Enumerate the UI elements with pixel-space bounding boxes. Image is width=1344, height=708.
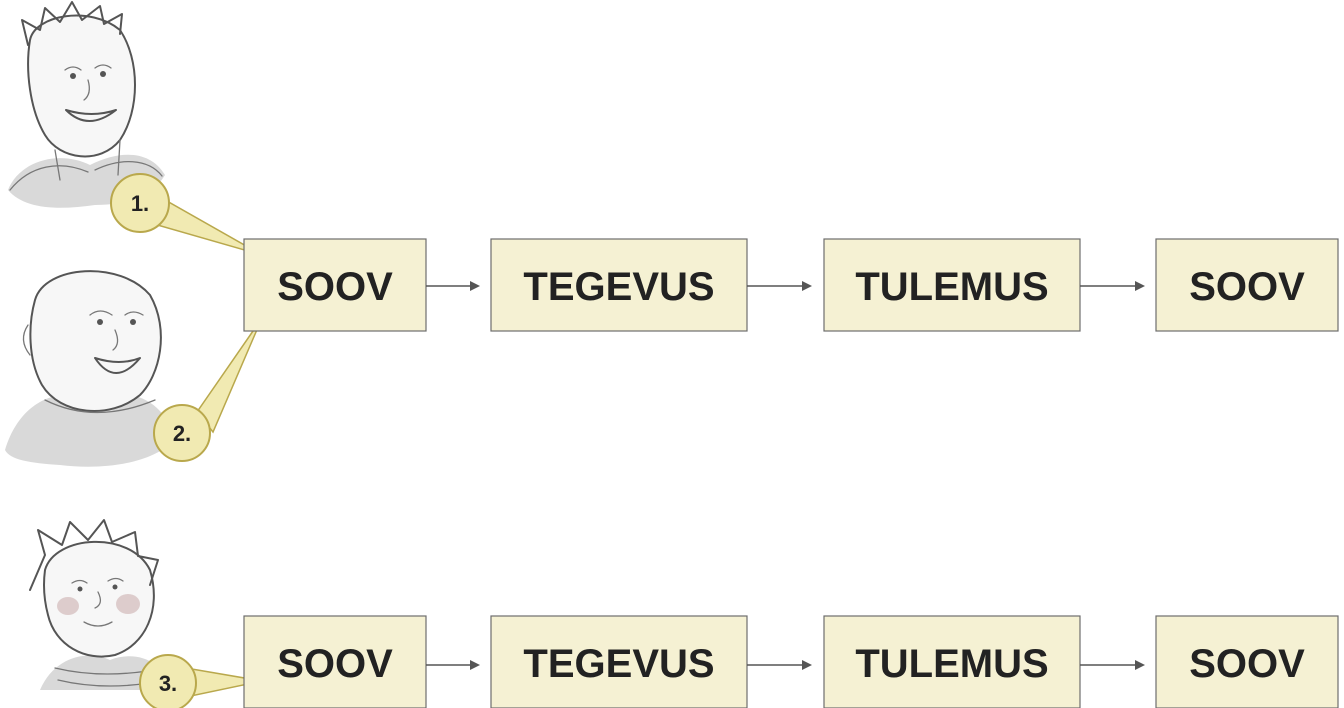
step-label: TEGEVUS [523, 265, 714, 309]
step-label: TULEMUS [855, 642, 1048, 686]
arrow-right-icon [1080, 281, 1145, 291]
step-box-tulemus [823, 615, 1081, 708]
callout-3-label: 3. [159, 671, 177, 696]
callout-3: 3. [139, 654, 263, 708]
step-box-tegevus [490, 238, 748, 332]
person-1-icon [8, 1, 165, 208]
step-box-tulemus [823, 238, 1081, 332]
step-label: TULEMUS [855, 265, 1048, 309]
step-box-tegevus [490, 615, 748, 708]
step-box-soov [243, 238, 427, 332]
flow-row-2: SOOV TEGEVUS TULEMUS SOOV [243, 615, 1339, 708]
callout-2-label: 2. [173, 421, 191, 446]
person-3-icon [29, 519, 170, 690]
arrow-right-icon [1080, 660, 1145, 670]
flow-row-1: SOOV TEGEVUS TULEMUS SOOV [243, 238, 1339, 332]
callout-1: 1. [110, 173, 263, 256]
step-label: SOOV [1189, 265, 1305, 309]
arrow-right-icon [426, 281, 480, 291]
arrow-right-icon [426, 660, 480, 670]
step-box-soov [1155, 615, 1339, 708]
step-label: SOOV [1189, 642, 1305, 686]
callout-1-label: 1. [131, 191, 149, 216]
step-label: SOOV [277, 642, 393, 686]
arrow-right-icon [747, 281, 812, 291]
step-box-soov [1155, 238, 1339, 332]
step-box-soov [243, 615, 427, 708]
arrow-right-icon [747, 660, 812, 670]
step-label: SOOV [277, 265, 393, 309]
person-2-icon [5, 270, 175, 467]
step-label: TEGEVUS [523, 642, 714, 686]
callout-2: 2. [153, 317, 263, 462]
